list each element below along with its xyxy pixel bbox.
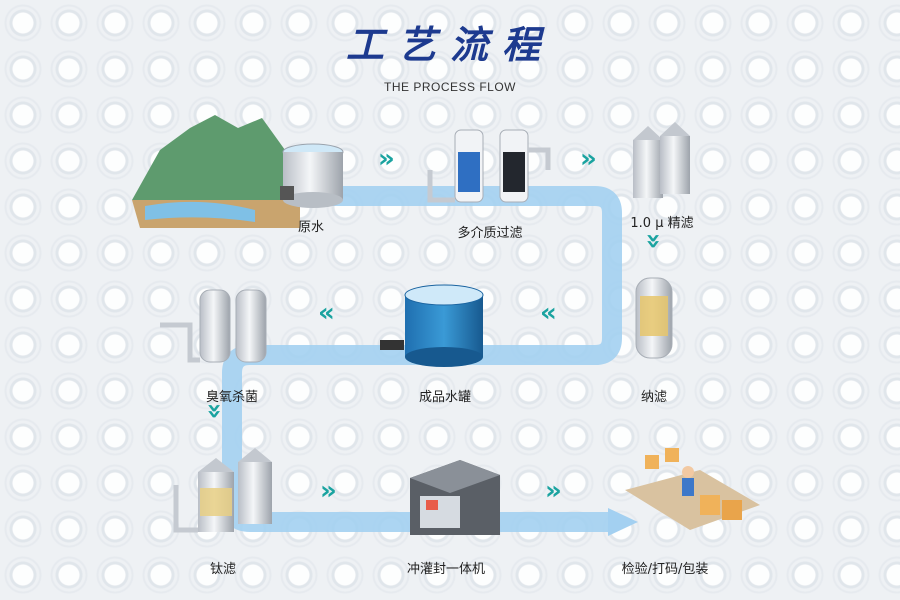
flow-arrow-right-icon: » (378, 144, 395, 174)
raw-water-illustration (132, 115, 344, 228)
page-subtitle: THE PROCESS FLOW (383, 80, 516, 94)
flow-arrow-right-icon: » (580, 144, 597, 174)
page-title: 工艺流程 (345, 22, 554, 67)
flow-arrow-left-icon: « (318, 298, 335, 328)
filling-machine-illustration (410, 460, 500, 535)
ozone-sterilizer-illustration (160, 289, 267, 363)
packaging-line-illustration (625, 448, 760, 530)
nanofiltration-illustration (635, 277, 673, 359)
titanium-filter-illustration (173, 448, 272, 533)
multimedia-filter-illustration (427, 129, 551, 203)
step-label-ozone: 臭氧杀菌 (205, 390, 259, 405)
flow-arrow-down-icon: » (199, 402, 230, 420)
step-label-packaging: 检验/打码/包装 (621, 562, 709, 577)
step-label-multimedia-filter: 多介质过滤 (457, 226, 523, 241)
step-label-titanium-filter: 钛滤 (209, 562, 237, 577)
precision-filter-illustration (633, 122, 690, 198)
flow-arrow-right-icon: » (320, 476, 337, 506)
flow-arrow-left-icon: « (540, 298, 557, 328)
flow-arrow-down-icon: » (638, 232, 669, 250)
finished-water-tank-illustration (380, 284, 484, 367)
step-label-raw-water: 原水 (297, 220, 325, 235)
step-label-nanofiltration: 纳滤 (640, 390, 668, 405)
flow-arrow-right-icon: » (545, 476, 562, 506)
step-label-filling-machine: 冲灌封一体机 (406, 562, 486, 577)
step-label-finished-tank: 成品水罐 (418, 390, 472, 405)
pipe-end-arrow (608, 508, 638, 536)
step-label-precision-filter: 1.0 μ 精滤 (630, 216, 694, 231)
